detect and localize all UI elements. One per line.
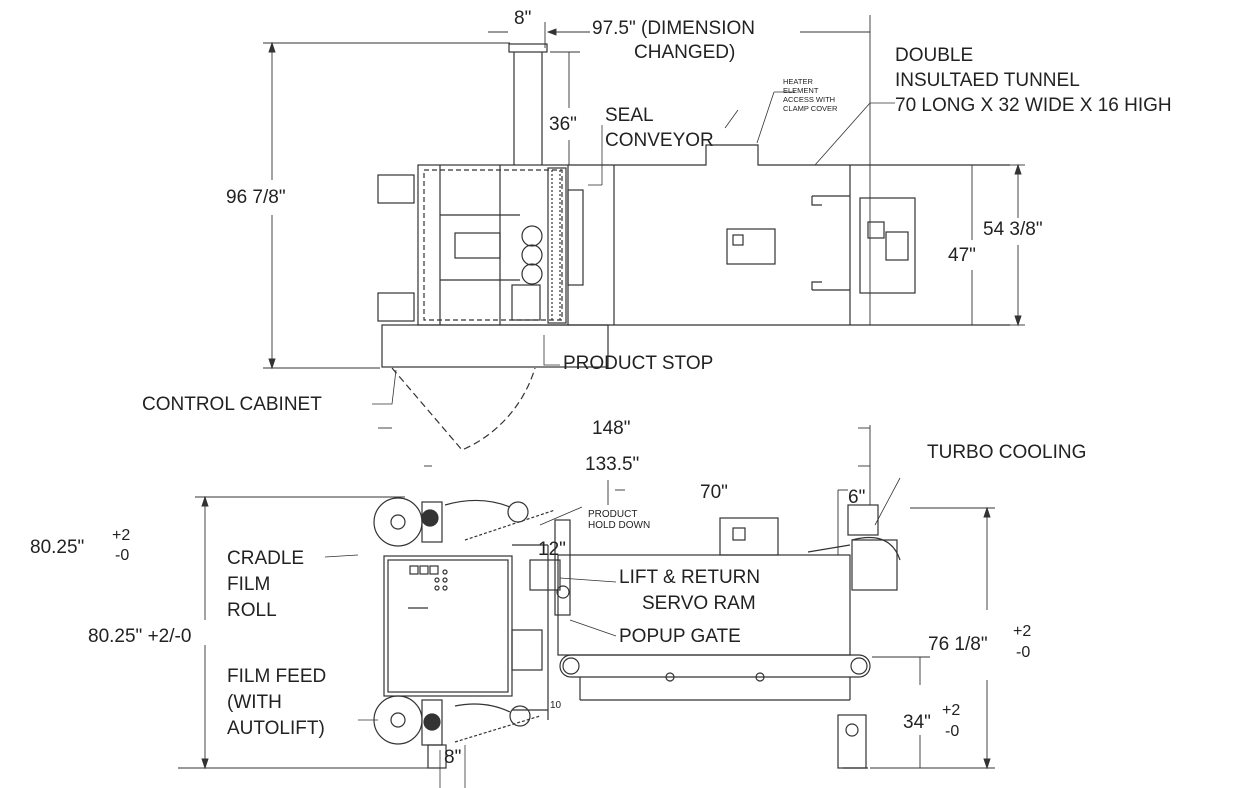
dim-line-overall-depth (263, 41, 510, 370)
dim-overall-length-note: CHANGED) (634, 42, 736, 63)
leaders-side (324, 477, 901, 788)
exhaust-stack (508, 43, 548, 165)
top-view (263, 15, 1025, 451)
label-heater-3: ACCESS WITH (783, 95, 836, 104)
dim-line-tunnel-height (971, 163, 1025, 327)
dim-133: 133.5" (585, 454, 640, 475)
upper-film-roll (373, 497, 556, 547)
tunnel-body (568, 144, 1010, 326)
dim-8-bottom: 8" (444, 747, 462, 768)
label-hold-down-1: PRODUCT (588, 509, 638, 520)
dim-stack-width: 8" (514, 8, 532, 29)
dim-80-top-plus: +2 (112, 527, 131, 544)
dim-seal-conveyor-offset: 36" (549, 114, 577, 135)
label-film-feed: FILM FEED (227, 666, 327, 687)
dim-76: 76 1/8" (928, 634, 988, 655)
label-tunnel-1: DOUBLE (895, 45, 974, 66)
leaders-top (372, 91, 895, 405)
dim-6: 6" (848, 487, 866, 508)
label-hold-down-2: HOLD DOWN (588, 520, 651, 531)
label-lift-return: LIFT & RETURN (619, 567, 761, 588)
label-turbo-cooling: TURBO COOLING (927, 442, 1087, 463)
label-heater-1: HEATER (783, 77, 813, 86)
label-servo-ram-text: SERVO RAM (642, 593, 756, 614)
dim-80-top: 80.25" (30, 537, 85, 558)
dim-line-left-height (178, 495, 430, 770)
label-cradle-1: CRADLE (227, 548, 305, 569)
dim-76-plus: +2 (1013, 623, 1032, 640)
dim-tunnel-height: 54 3/8" (983, 219, 1043, 240)
side-tunnel (554, 517, 871, 701)
dim-12: 12" (538, 539, 566, 560)
label-ten: 10 (550, 700, 562, 711)
label-seal: SEAL (605, 105, 654, 126)
dim-overall-length: 97.5" (DIMENSION (592, 18, 756, 39)
side-machine-frame (511, 544, 561, 720)
label-control-cabinet: CONTROL CABINET (142, 394, 322, 415)
dim-80-top-minus: -0 (115, 547, 130, 564)
label-conveyor: CONVEYOR (605, 130, 714, 151)
dim-34-minus: -0 (945, 723, 960, 740)
dim-148: 148" (592, 418, 631, 439)
side-view (178, 425, 995, 788)
control-cabinet (381, 324, 609, 451)
side-control-panel (383, 555, 513, 697)
dim-line-36 (550, 51, 580, 165)
dim-tunnel-inner: 47" (948, 245, 976, 266)
dim-34-plus: +2 (942, 702, 961, 719)
label-heater-2: ELEMENT (783, 86, 819, 95)
dim-34: 34" (903, 712, 931, 733)
label-product-stop: PRODUCT STOP (563, 353, 714, 374)
dim-76-minus: -0 (1016, 644, 1031, 661)
turbo-cooling-unit (837, 504, 901, 769)
seal-machine-body (377, 164, 584, 326)
label-popup-gate: POPUP GATE (619, 626, 741, 647)
label-film-autolift: AUTOLIFT) (227, 718, 325, 739)
label-cradle-3: ROLL (227, 600, 277, 621)
label-tunnel-3: 70 LONG X 32 WIDE X 16 HIGH (895, 95, 1172, 116)
label-heater-4: CLAMP COVER (783, 104, 838, 113)
label-cradle-2: FILM (227, 574, 271, 595)
dim-line-horizontal (378, 425, 871, 555)
dim-overall-depth: 96 7/8" (226, 187, 286, 208)
dim-line-right-height (870, 506, 995, 770)
label-film-with: (WITH (227, 692, 282, 713)
dim-70: 70" (700, 482, 728, 503)
label-tunnel-2: INSULTAED TUNNEL (895, 70, 1080, 91)
dim-80-mid: 80.25" +2/-0 (88, 626, 192, 647)
